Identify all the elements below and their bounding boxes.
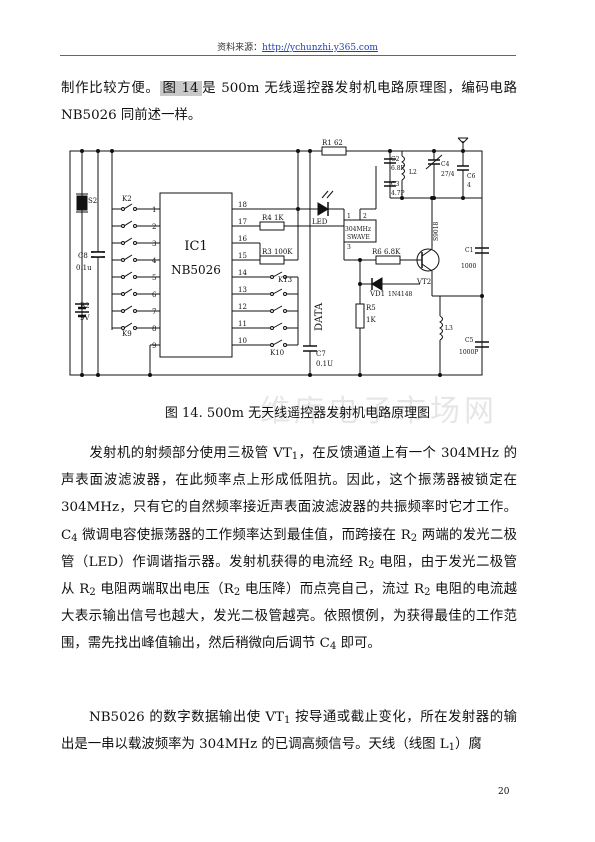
label-c8-value: 0.1u: [76, 264, 92, 272]
pin-7: 7: [152, 308, 156, 316]
label-c4: C4: [441, 161, 450, 168]
pin-6: 6: [152, 291, 157, 299]
label-c7: C7: [316, 350, 326, 358]
pin-15: 15: [238, 252, 247, 260]
body-paragraph-1: 发射机的射频部分使用三极管 VT1，在反馈通道上有一个 304MHz 的声表面波…: [61, 446, 518, 653]
body-paragraph-2: NB5026 的数字数据输出使 VT1 按导通或截止变化，所在发射器的输出是一串…: [61, 710, 517, 754]
label-c4-value: 27/4: [441, 171, 455, 178]
pin-11: 11: [238, 320, 247, 328]
pin-1: 1: [152, 206, 156, 214]
vd1-diode-icon: [371, 277, 383, 291]
l3-inductor-icon: [439, 315, 443, 341]
label-saw-type: SWAVE: [347, 234, 370, 241]
label-r5: R5: [366, 304, 376, 312]
pin-3: 3: [152, 240, 156, 248]
watermark: 维库电子市场网: [260, 394, 498, 429]
label-vd1: VD1: [369, 290, 385, 298]
label-b2-value: 9V: [80, 314, 90, 322]
label-saw-freq: 304MHz: [345, 226, 371, 233]
page-number: 20: [498, 787, 510, 797]
label-r5-value: 1K: [366, 316, 376, 324]
led-diode-icon: [317, 202, 329, 216]
pin-4: 4: [152, 257, 157, 265]
l2-inductor-icon: [401, 155, 405, 181]
s2-switch-icon: [76, 195, 88, 211]
label-k2: K2: [122, 195, 132, 203]
label-r4: R4 1K: [262, 214, 284, 222]
schematic-frame: [69, 150, 483, 376]
dip-switches: [112, 203, 160, 330]
label-k13: K13: [278, 276, 292, 284]
pin-8: 8: [152, 325, 156, 333]
label-k10: K10: [270, 349, 284, 357]
pin-5: 5: [152, 274, 156, 282]
label-c2: C2: [391, 156, 400, 163]
label-saw-pin3: 3: [347, 244, 351, 251]
label-led: LED: [312, 218, 328, 226]
label-c8: C8: [78, 252, 88, 260]
pin-16: 16: [238, 235, 247, 243]
label-b2: B2: [80, 302, 90, 310]
label-saw-pin2: 2: [363, 213, 367, 220]
label-c3: C3: [391, 181, 400, 188]
page-header: 资料来源：http://ychunzhi.y365.com: [0, 40, 595, 53]
intro-text-1: 制作比较方便。: [61, 81, 160, 96]
label-c6: C6: [467, 173, 476, 180]
pin-17: 17: [238, 218, 247, 226]
pin-18: 18: [238, 201, 247, 209]
ic1-name: IC1: [184, 239, 207, 254]
label-c7-value: 0.1U: [316, 360, 333, 368]
figure-reference-highlight: 图 14: [159, 81, 202, 96]
source-label: 资料来源：: [217, 43, 263, 53]
label-c1-value: 1000: [461, 263, 476, 270]
source-link[interactable]: http://ychunzhi.y365.com: [262, 43, 378, 53]
label-k9: K9: [122, 330, 132, 338]
label-r6: R6 6.8K: [372, 248, 401, 256]
label-c5: C5: [465, 337, 474, 344]
pin-13: 13: [238, 286, 247, 294]
label-vt2-part: S9018: [433, 221, 440, 241]
pin-10: 10: [238, 337, 247, 345]
label-vt2: VT2: [416, 278, 431, 286]
label-s2: S2: [88, 197, 97, 205]
label-c1: C1: [465, 247, 473, 254]
pin-9: 9: [152, 342, 156, 350]
label-vd1-part: 1N4148: [388, 291, 413, 298]
pin-2: 2: [152, 223, 156, 231]
label-c3-value: 4.7P: [391, 190, 405, 197]
pin-14: 14: [238, 269, 247, 277]
circuit-schematic: S2 K2 K9 C8 0.1u B2 9V 1 2 3 4 5 6 7 8 9…: [60, 136, 516, 381]
pin-12: 12: [238, 303, 247, 311]
label-l2: L2: [409, 169, 417, 176]
label-r1: R1 62: [322, 139, 343, 147]
header-divider: [60, 55, 516, 56]
label-c5-value: 1000P: [459, 349, 478, 356]
label-data: DATA: [314, 302, 325, 331]
ic1-model: NB5026: [171, 263, 221, 277]
label-l3: L3: [445, 325, 453, 332]
ic1-chip: [159, 192, 233, 358]
label-r3: R3 100K: [262, 248, 293, 256]
intro-text-2: 是 500m 无线遥控器发射机电路原理图，编码电路 NB5026 同前述一样。: [61, 81, 517, 124]
label-c6-value: 4: [467, 182, 471, 189]
label-c2-value: 6.8P: [391, 165, 405, 172]
label-saw-pin1: 1: [347, 213, 351, 220]
figure-caption: 图 14. 500m 无天线遥控器发射机电路原理图: [164, 406, 431, 421]
